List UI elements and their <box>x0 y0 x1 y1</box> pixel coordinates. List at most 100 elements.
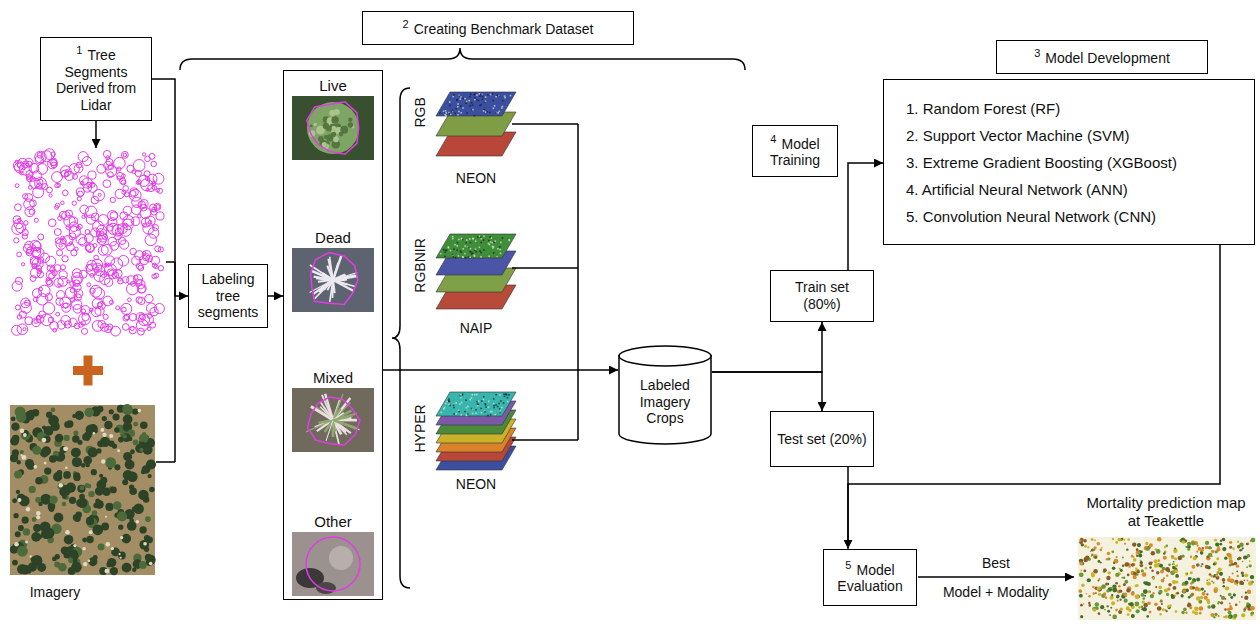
node-label: Tree Segments Derived from Lidar <box>56 47 136 113</box>
band-texture <box>472 408 474 410</box>
tree-crown <box>58 563 67 572</box>
map-tree <box>1127 613 1130 616</box>
map-tree <box>1165 609 1167 611</box>
band-texture <box>473 254 475 256</box>
band-texture <box>453 413 455 415</box>
band-texture <box>490 414 492 416</box>
band-texture <box>451 109 453 111</box>
bare-spot <box>30 555 32 557</box>
join-line <box>166 261 175 263</box>
map-tree <box>1079 562 1083 566</box>
tree-segment <box>21 302 32 313</box>
node-content: Test set (20%) <box>771 427 873 452</box>
process-box: 4Model Training <box>752 125 838 177</box>
map-tree <box>1157 606 1162 611</box>
modality-label: RGB <box>412 97 429 127</box>
map-tree <box>1136 609 1140 613</box>
map-tree <box>1200 551 1204 555</box>
tree-crown <box>52 455 58 461</box>
tree-crown <box>32 446 41 455</box>
map-tree <box>1230 596 1233 599</box>
tree-segment <box>122 307 127 312</box>
map-tree <box>1247 590 1251 594</box>
caption-label: Imagery <box>30 584 81 601</box>
map-tree <box>1120 608 1123 611</box>
tree-segment <box>109 300 113 304</box>
map-tree <box>1106 576 1110 580</box>
band-texture <box>453 403 455 405</box>
band-texture <box>455 108 457 110</box>
map-tree <box>1111 550 1114 553</box>
bare-spot <box>83 562 87 566</box>
band-texture <box>489 111 491 113</box>
rock <box>329 546 353 570</box>
map-tree <box>1192 565 1196 569</box>
map-tree <box>1135 584 1138 587</box>
band-texture <box>459 98 461 100</box>
tree-crown <box>72 435 79 442</box>
tree-crown <box>100 437 110 447</box>
map-tree <box>1196 551 1198 553</box>
tree-crown <box>15 531 21 537</box>
map-tree <box>1232 573 1234 575</box>
bare-spot <box>101 459 105 463</box>
tree-crown <box>123 434 127 438</box>
curly-brace <box>180 48 745 70</box>
tree-crown <box>139 561 147 569</box>
band-texture <box>467 406 469 408</box>
map-tree <box>1173 563 1175 565</box>
map-tree <box>1094 539 1096 541</box>
tree-segment <box>138 265 144 271</box>
band-texture <box>488 240 490 242</box>
map-tree <box>1119 568 1121 570</box>
map-tree <box>1191 580 1194 583</box>
band-texture <box>448 398 450 400</box>
map-tree <box>1161 603 1163 605</box>
tree-segment <box>97 164 106 173</box>
tree-crown <box>12 435 20 443</box>
tree-crown <box>16 412 26 422</box>
tree-crown <box>105 503 113 511</box>
band-texture <box>453 407 455 409</box>
map-tree <box>1194 606 1199 611</box>
map-tree <box>1250 606 1255 611</box>
map-tree <box>1112 587 1117 592</box>
map-tree <box>1141 600 1144 603</box>
tree-segment <box>90 285 102 297</box>
tree-segment <box>78 152 88 162</box>
band-texture <box>468 256 470 258</box>
node-label: Labeled Imagery Crops <box>623 377 707 427</box>
tree-crown <box>48 506 54 512</box>
band-texture <box>488 407 490 409</box>
map-tree <box>1186 573 1188 575</box>
map-tree <box>1185 581 1189 585</box>
band-texture <box>498 95 500 97</box>
band-texture <box>496 255 498 257</box>
crown-detail <box>340 126 348 134</box>
tree-crown <box>72 457 82 467</box>
band-texture <box>475 409 477 411</box>
band-texture <box>502 237 504 239</box>
map-tree <box>1140 551 1142 553</box>
tree-segment <box>86 244 94 252</box>
tree-segment <box>38 234 44 240</box>
tree-crown <box>73 431 78 436</box>
map-tree <box>1136 574 1138 576</box>
band-texture <box>440 253 442 255</box>
band-texture <box>460 414 462 416</box>
tree-segment <box>37 271 43 277</box>
connector-arrow <box>383 369 618 371</box>
tree-crown <box>143 445 153 455</box>
band-texture <box>482 98 484 100</box>
map-tree <box>1205 565 1208 568</box>
band-texture <box>498 111 500 113</box>
data-split-box: Test set (20%) <box>770 411 874 467</box>
tree-segment <box>69 227 80 238</box>
tree-segment <box>140 200 148 208</box>
band-texture <box>483 239 485 241</box>
cylinder-top <box>619 346 711 366</box>
band-texture <box>502 106 504 108</box>
step-number: 1 <box>76 44 82 56</box>
connector-arrow <box>152 79 188 296</box>
map-tree <box>1190 571 1193 574</box>
